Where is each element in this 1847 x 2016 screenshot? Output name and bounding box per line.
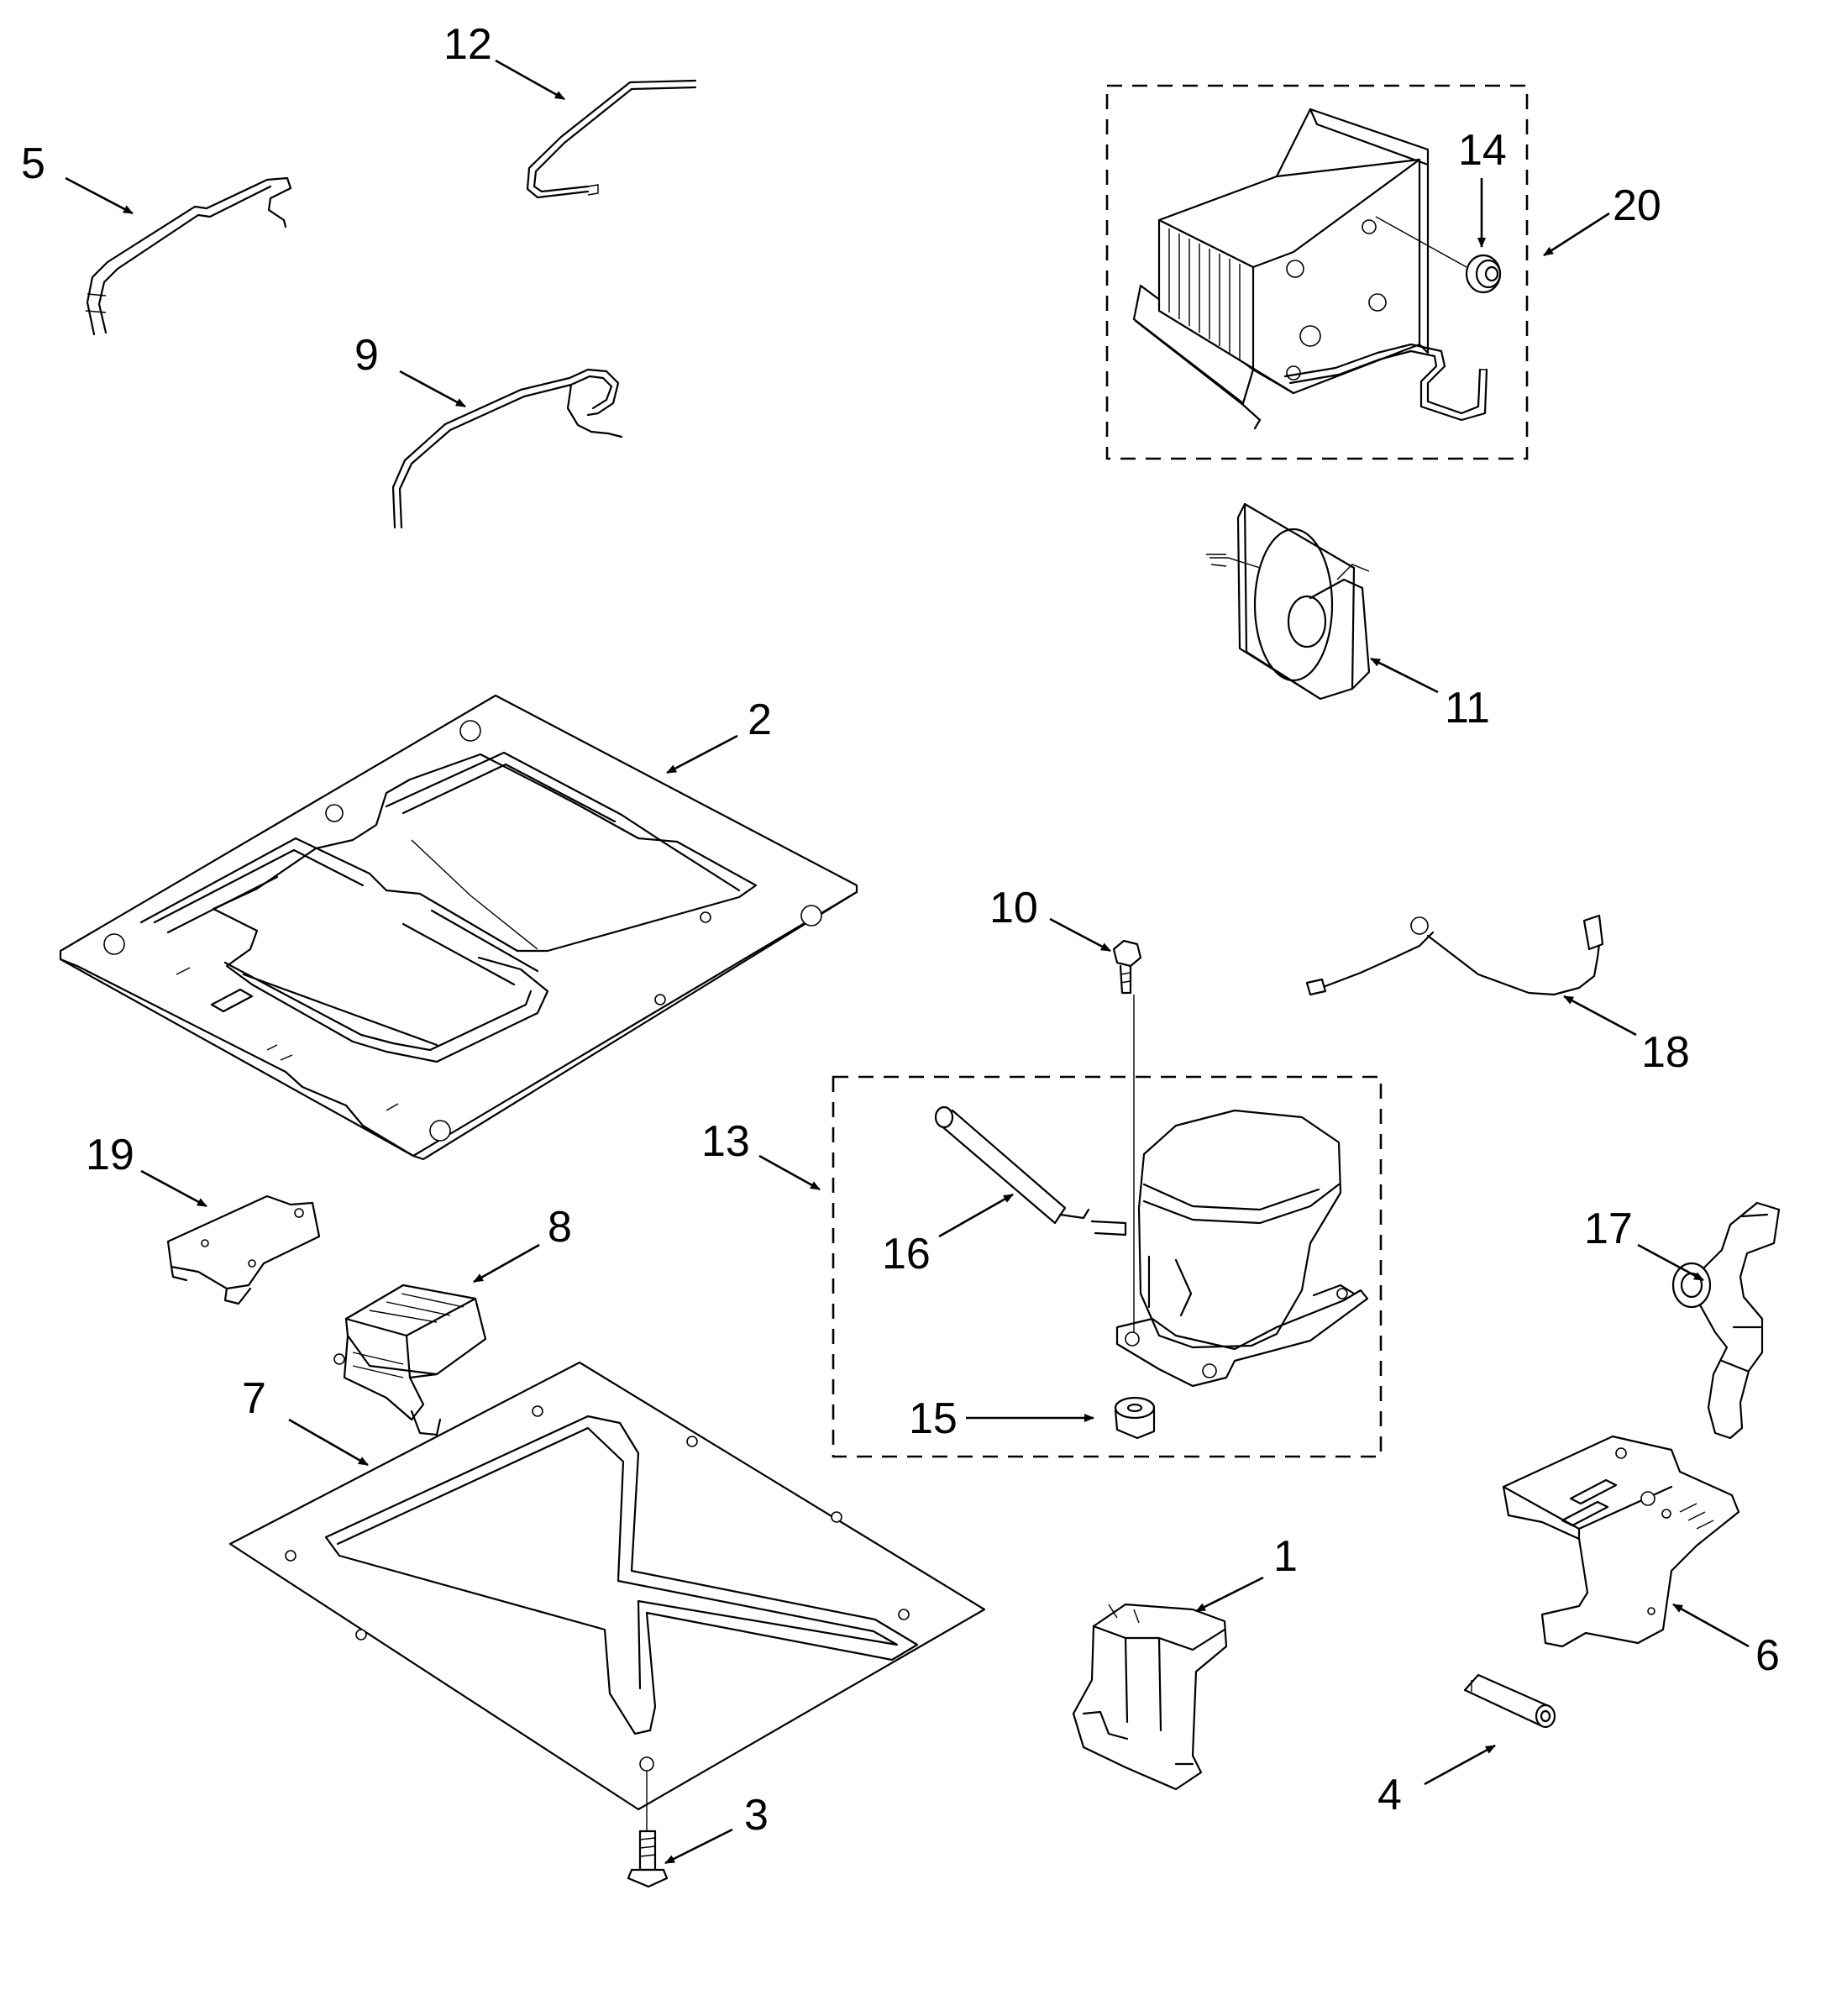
callout-label-7: 7	[242, 1374, 266, 1423]
leader-arrow-9	[399, 370, 466, 408]
assembly-20-boundary	[1105, 84, 1529, 460]
callout-label-14: 14	[1458, 126, 1507, 175]
assembly-13-boundary	[832, 1075, 1383, 1458]
part-1-relay[interactable]	[1072, 1603, 1228, 1791]
part-7-cover-plate[interactable]	[228, 1361, 986, 1811]
leader-arrow-8	[473, 1243, 540, 1284]
callout-label-2: 2	[748, 696, 772, 744]
callout-label-18: 18	[1641, 1028, 1690, 1077]
leader-arrow-7	[288, 1418, 369, 1467]
callout-8: 8	[473, 1203, 572, 1284]
callout-16: 16	[882, 1193, 1014, 1278]
callout-10: 10	[989, 884, 1111, 953]
part-17-valve[interactable]	[1671, 1201, 1781, 1440]
callout-3: 3	[664, 1791, 769, 1865]
callout-label-16: 16	[882, 1230, 931, 1278]
leader-arrow-20	[1543, 212, 1610, 257]
part-18-wire-harness[interactable]	[1305, 914, 1604, 996]
part-8-control-box[interactable]	[333, 1284, 487, 1436]
callout-label-8: 8	[548, 1203, 572, 1252]
part-10-screw[interactable]	[1112, 939, 1142, 1344]
condenser-fins	[1168, 228, 1241, 360]
callout-7: 7	[242, 1374, 369, 1467]
part-16-drier[interactable]	[934, 1105, 1090, 1225]
callout-14: 14	[1458, 126, 1507, 248]
callout-label-20: 20	[1613, 181, 1661, 230]
callout-label-6: 6	[1755, 1631, 1780, 1680]
callout-2: 2	[666, 696, 772, 774]
callout-label-5: 5	[21, 139, 45, 188]
leader-arrow-12	[495, 59, 565, 101]
part-19-bracket[interactable]	[166, 1194, 321, 1305]
part-15-grommet[interactable]	[1114, 1396, 1156, 1440]
callout-label-10: 10	[989, 884, 1038, 932]
leader-arrow-11	[1370, 657, 1439, 694]
callout-label-9: 9	[354, 331, 379, 380]
leader-arrow-4	[1424, 1744, 1496, 1786]
leader-arrow-18	[1563, 995, 1637, 1037]
callout-5: 5	[21, 139, 134, 215]
callout-20: 20	[1543, 181, 1661, 257]
callout-label-13: 13	[701, 1117, 750, 1166]
leader-arrow-16	[938, 1193, 1014, 1238]
callout-12: 12	[443, 20, 565, 101]
callout-11: 11	[1370, 657, 1490, 732]
part-14-grommet[interactable]	[1375, 216, 1502, 294]
callout-13: 13	[701, 1117, 821, 1191]
callout-15: 15	[909, 1394, 1094, 1443]
leader-arrow-13	[758, 1154, 821, 1191]
part-9-tube[interactable]	[391, 368, 623, 529]
callout-label-3: 3	[744, 1791, 769, 1840]
part-6-bracket[interactable]	[1502, 1435, 1740, 1648]
part-2-base-pan[interactable]	[59, 694, 858, 1161]
callout-label-11: 11	[1445, 684, 1490, 732]
callout-label-17: 17	[1584, 1205, 1633, 1253]
part-4-sleeve[interactable]	[1463, 1673, 1556, 1729]
part-5-tube[interactable]	[85, 176, 292, 336]
callout-6: 6	[1672, 1603, 1780, 1680]
leader-arrow-6	[1672, 1603, 1750, 1648]
leader-arrow-17	[1637, 1243, 1704, 1282]
callout-4: 4	[1377, 1744, 1496, 1819]
callout-label-12: 12	[443, 20, 492, 69]
leader-arrow-3	[664, 1828, 733, 1865]
leader-arrow-10	[1049, 917, 1111, 953]
part-11-fan-assembly[interactable]	[1206, 502, 1371, 701]
callout-label-15: 15	[909, 1394, 958, 1443]
leader-arrow-2	[666, 734, 738, 774]
leader-arrow-19	[140, 1169, 207, 1208]
leader-arrow-5	[65, 176, 134, 215]
callout-label-19: 19	[86, 1131, 134, 1179]
callout-label-4: 4	[1377, 1771, 1402, 1819]
leader-arrow-1	[1195, 1576, 1264, 1613]
callout-19: 19	[86, 1131, 207, 1208]
callout-9: 9	[354, 331, 466, 408]
callout-label-1: 1	[1273, 1532, 1298, 1581]
callout-1: 1	[1195, 1532, 1298, 1613]
callout-18: 18	[1563, 995, 1690, 1077]
compressor[interactable]	[1090, 1109, 1369, 1388]
callout-17: 17	[1584, 1205, 1704, 1282]
part-3-screw[interactable]	[627, 1771, 669, 1888]
part-20-condenser-assembly[interactable]	[1132, 108, 1488, 430]
part-12-tube[interactable]	[526, 79, 697, 199]
